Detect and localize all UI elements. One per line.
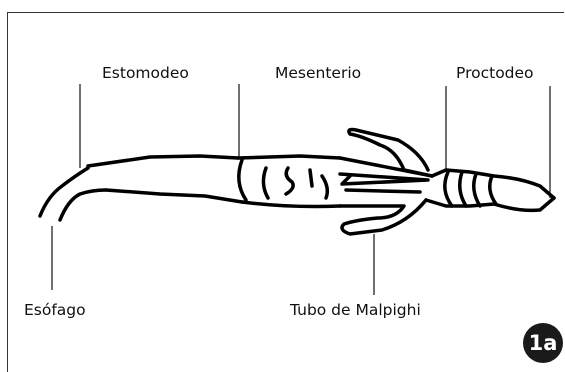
malpighian-tubule-inner bbox=[346, 190, 420, 192]
hindgut-ring-2 bbox=[460, 172, 466, 206]
hindgut-ring-3 bbox=[474, 174, 480, 206]
midgut-top bbox=[238, 156, 340, 158]
esofago-label: Esófago bbox=[24, 303, 86, 319]
proctodeo-label: Proctodeo bbox=[456, 66, 534, 82]
foregut-bottom bbox=[106, 190, 242, 202]
malpighian-tubule-upper bbox=[340, 130, 432, 177]
foregut-top bbox=[88, 156, 238, 166]
midgut-squiggle-3 bbox=[310, 170, 312, 186]
hindgut-bottom bbox=[426, 198, 554, 210]
midgut-bottom bbox=[242, 202, 340, 207]
midgut-squiggle-2 bbox=[286, 168, 293, 194]
hindgut-top bbox=[432, 170, 554, 198]
mesenterio-label: Mesenterio bbox=[275, 66, 361, 82]
midgut-squiggle-4 bbox=[322, 176, 327, 198]
malpighian-tubule-lower bbox=[340, 200, 426, 234]
esophagus-strand-lower bbox=[60, 190, 106, 220]
midgut-front-edge bbox=[239, 160, 246, 200]
hindgut-ring-4 bbox=[490, 176, 496, 204]
figure-number-badge: 1a bbox=[523, 323, 563, 363]
malpighian-tubule-mid bbox=[340, 174, 428, 184]
hindgut-ring-1 bbox=[445, 172, 452, 206]
estomodeo-label: Estomodeo bbox=[102, 66, 189, 82]
midgut-squiggle-1 bbox=[263, 168, 268, 198]
malpighi-label: Tubo de Malpighi bbox=[290, 303, 421, 319]
